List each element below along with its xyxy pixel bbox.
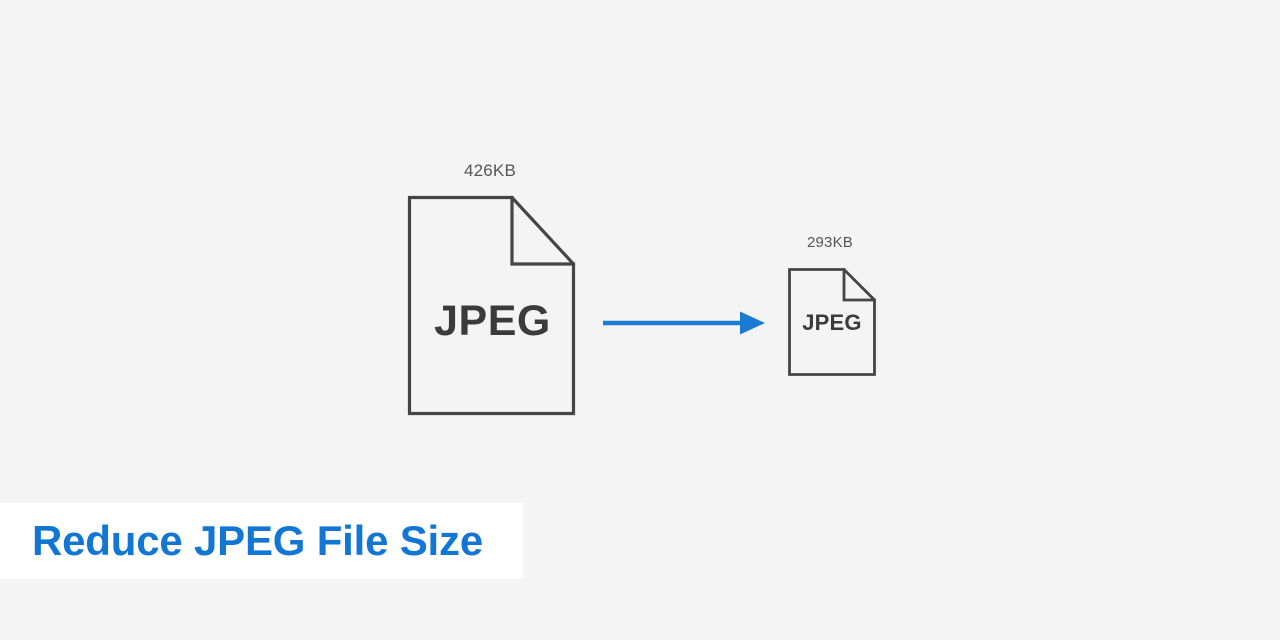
result-file-size-label: 293KB	[806, 234, 854, 251]
page-title: Reduce JPEG File Size	[32, 517, 483, 564]
document-page-with-folded-corner-icon	[407, 195, 576, 416]
document-page-with-folded-corner-icon	[788, 268, 876, 376]
source-file-type-text: JPEG	[434, 297, 551, 345]
right-arrow-icon	[603, 311, 765, 335]
source-document-icon: JPEG	[405, 193, 580, 418]
conversion-arrow	[598, 306, 774, 340]
source-file-size-label: 426KB	[463, 161, 517, 180]
result-file-type-text: JPEG	[802, 310, 862, 335]
result-document-icon: JPEG	[786, 266, 878, 378]
caption-band: Reduce JPEG File Size	[0, 503, 523, 579]
